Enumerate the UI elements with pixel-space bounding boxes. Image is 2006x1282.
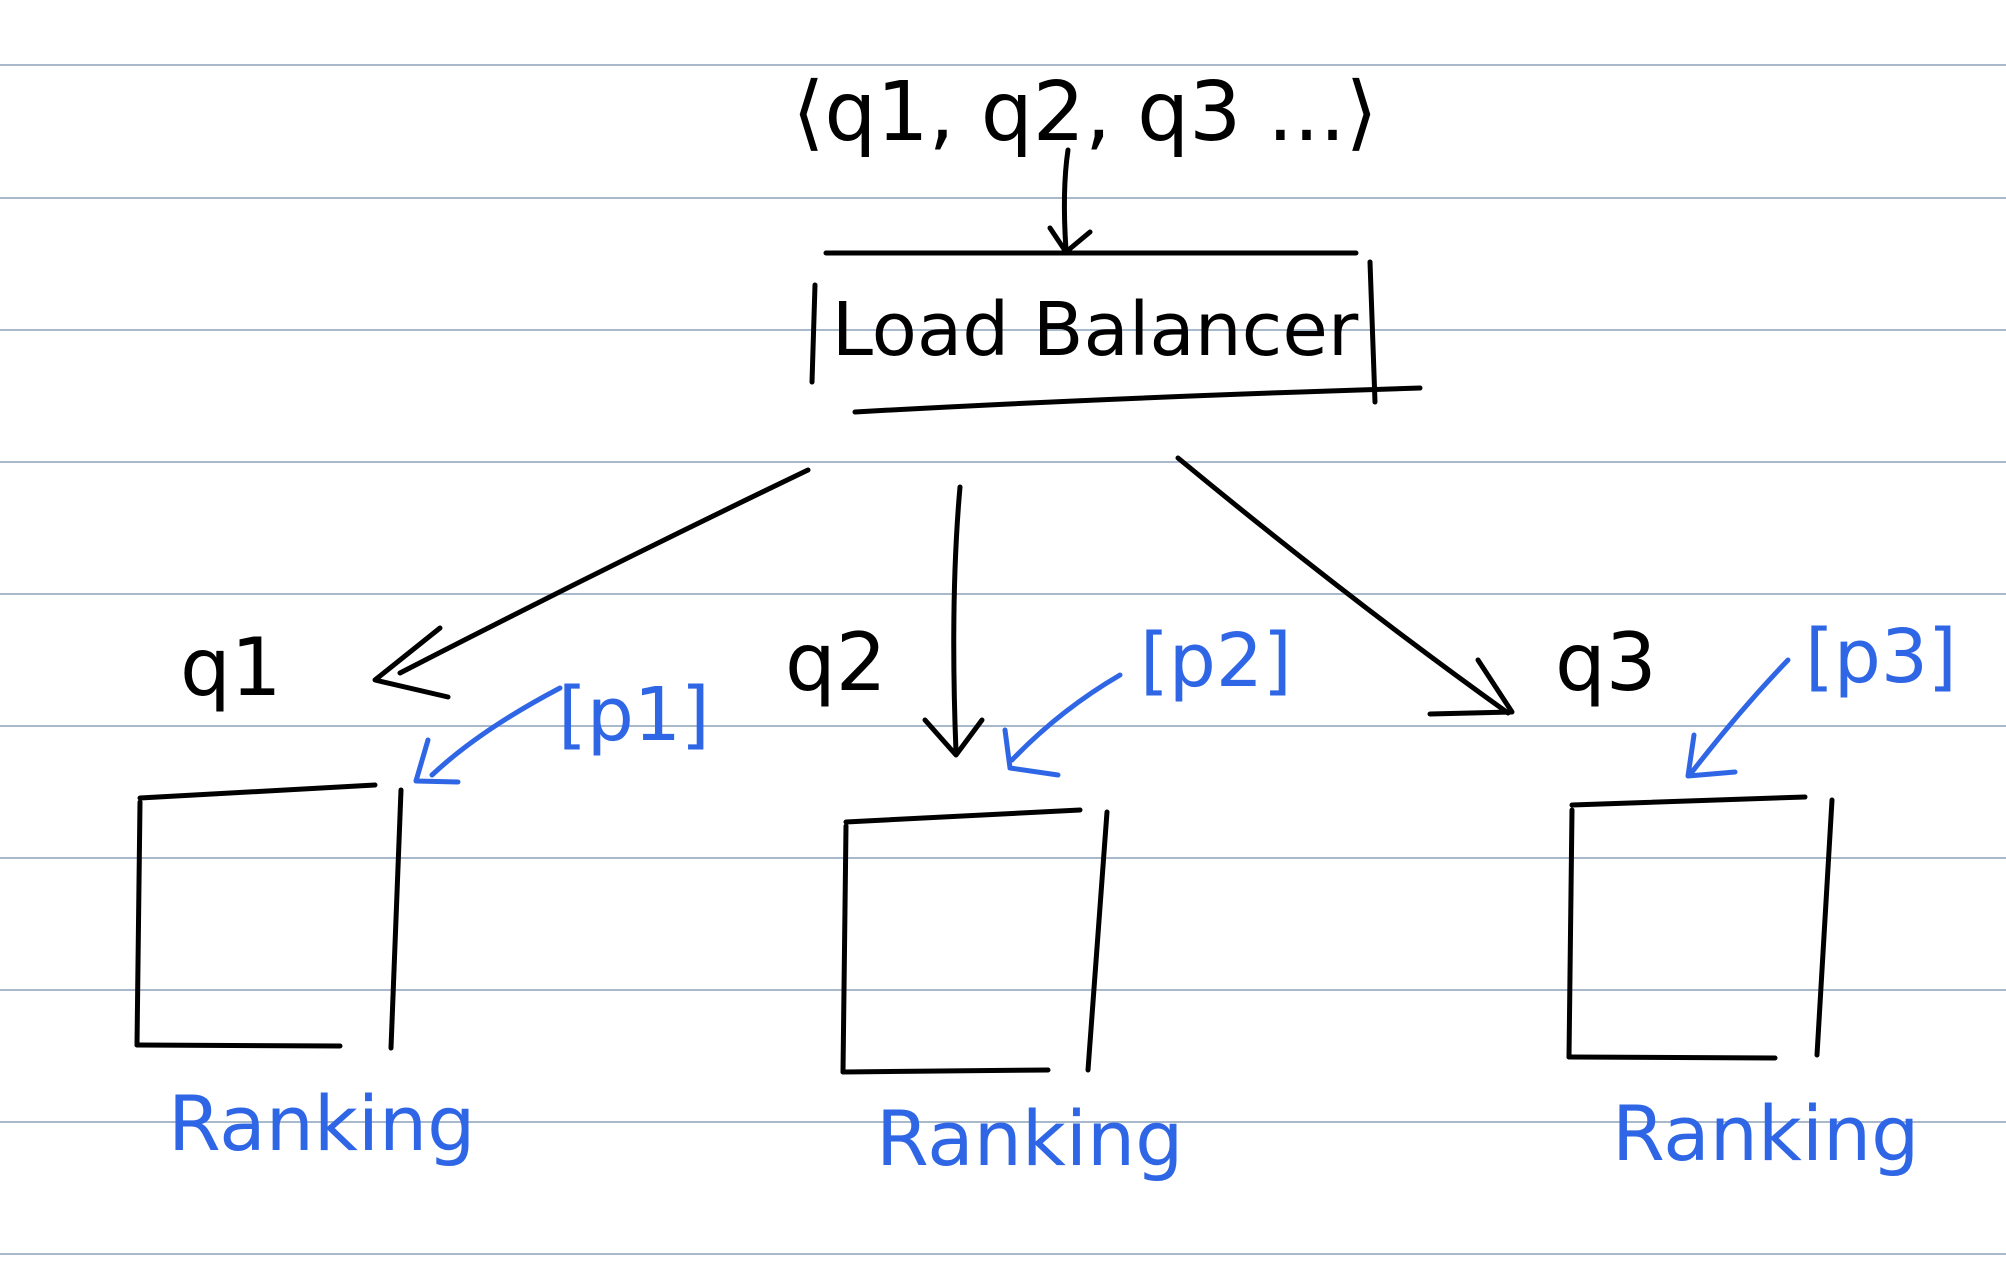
branch-q1: q1 [p1] Ranking xyxy=(134,621,710,1168)
stream-to-balancer-arrow xyxy=(1047,147,1093,255)
ranking-label-3: Ranking xyxy=(1612,1089,1919,1178)
query-stream: ⟨q1, q2, q3 ...⟩ xyxy=(792,65,1377,160)
ranking-label-2: Ranking xyxy=(876,1094,1183,1183)
ranking-node-box-2 xyxy=(840,807,1110,1075)
ruled-lines xyxy=(0,64,2006,1255)
partition-label-p1: [p1] xyxy=(558,672,710,758)
ranking-label-1: Ranking xyxy=(168,1079,475,1168)
partition-label-p3: [p3] xyxy=(1805,614,1957,700)
ranking-node-box-3 xyxy=(1566,794,1835,1061)
balancer-to-q3-arrow xyxy=(1175,455,1515,717)
query-label-q3: q3 xyxy=(1555,616,1657,709)
load-balancer-label: Load Balancer xyxy=(832,287,1359,373)
partition-arrow-p2 xyxy=(1002,672,1123,778)
partition-label-p2: [p2] xyxy=(1140,618,1292,704)
query-label-q1: q1 xyxy=(180,621,282,714)
query-label-q2: q2 xyxy=(785,616,887,709)
balancer-to-q1-arrow xyxy=(372,467,811,700)
load-balancer-box: Load Balancer xyxy=(809,250,1423,415)
branch-q2: q2 [p2] Ranking xyxy=(785,616,1292,1183)
partition-arrow-p3 xyxy=(1685,657,1791,779)
partition-arrow-p1 xyxy=(413,685,563,785)
balancer-to-q2-arrow xyxy=(922,484,985,758)
branch-q3: q3 [p3] Ranking xyxy=(1555,614,1957,1178)
query-stream-label: ⟨q1, q2, q3 ...⟩ xyxy=(792,65,1377,160)
ranking-node-box-1 xyxy=(134,782,404,1051)
